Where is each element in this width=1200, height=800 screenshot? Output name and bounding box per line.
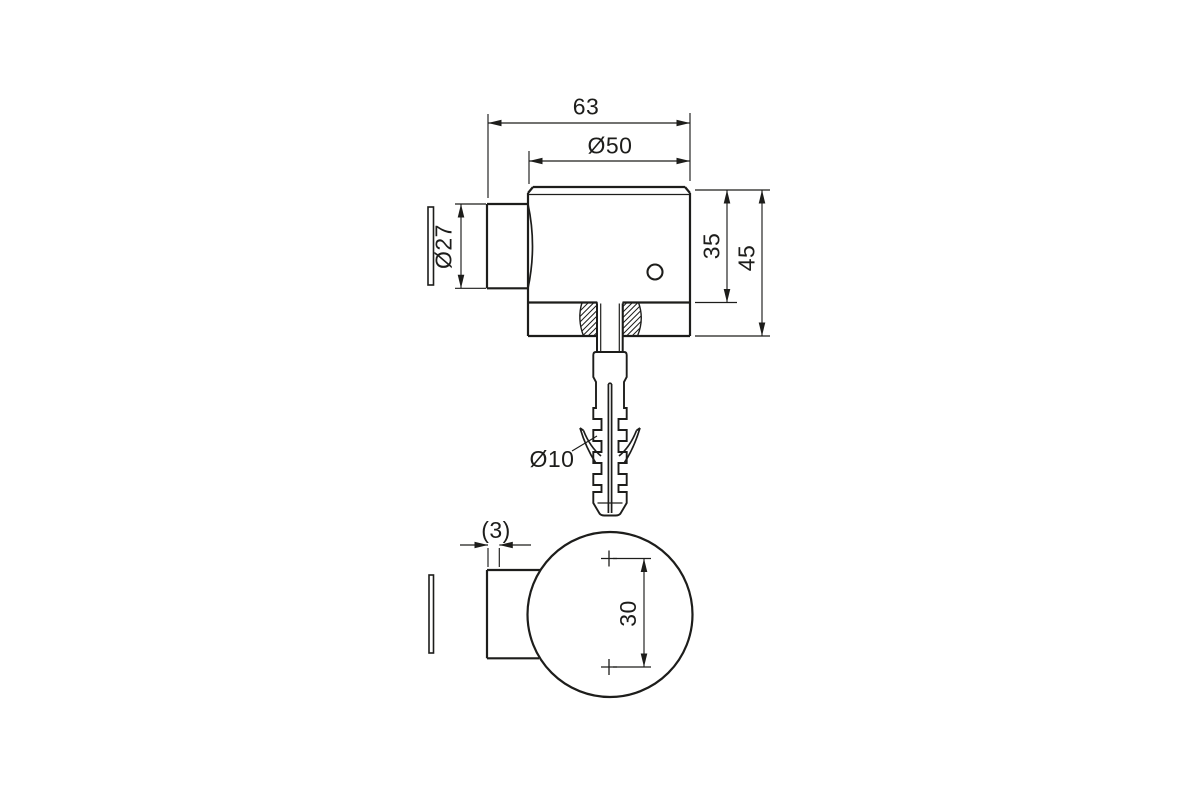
anchor-slot (607, 382, 613, 513)
anchor-body (592, 351, 628, 517)
dimension-anchor-diameter: Ø10 (530, 435, 598, 472)
dim-text-d10: Ø10 (530, 446, 575, 472)
door-plate-plan (428, 574, 435, 654)
body-circle-plan (526, 530, 694, 699)
section-hatching (579, 301, 642, 337)
rubber-buffer-plan (485, 568, 540, 660)
dimension-body-diameter: Ø50 (528, 133, 690, 184)
side-elevation-view: 63 Ø50 Ø27 35 45 (427, 94, 770, 517)
dim-text-45: 45 (734, 245, 760, 272)
anchor-wings (579, 427, 641, 463)
rubber-buffer-side (485, 202, 534, 290)
dim-text-63: 63 (573, 94, 600, 120)
door-plate-side (427, 206, 435, 286)
set-screw-hole (646, 263, 664, 281)
dimension-overall-width: 63 (487, 94, 691, 198)
wall-anchor (579, 351, 641, 517)
dim-text-d27: Ø27 (431, 224, 457, 269)
dimension-center-spacing: 30 (613, 557, 651, 668)
dim-text-3: (3) (481, 517, 511, 543)
hatch-left (579, 301, 598, 337)
mounting-screw (596, 303, 624, 352)
hatch-right (622, 301, 642, 337)
body-outline (526, 185, 692, 338)
dimension-heights: 35 45 (695, 189, 770, 337)
plan-view: 30 (3) (428, 517, 694, 699)
dim-text-d50: Ø50 (588, 133, 633, 159)
dim-text-30: 30 (615, 600, 641, 627)
dimension-buffer-diameter: Ø27 (431, 203, 486, 289)
dimension-pad-thickness: (3) (460, 517, 531, 567)
dim-text-35: 35 (699, 233, 725, 260)
